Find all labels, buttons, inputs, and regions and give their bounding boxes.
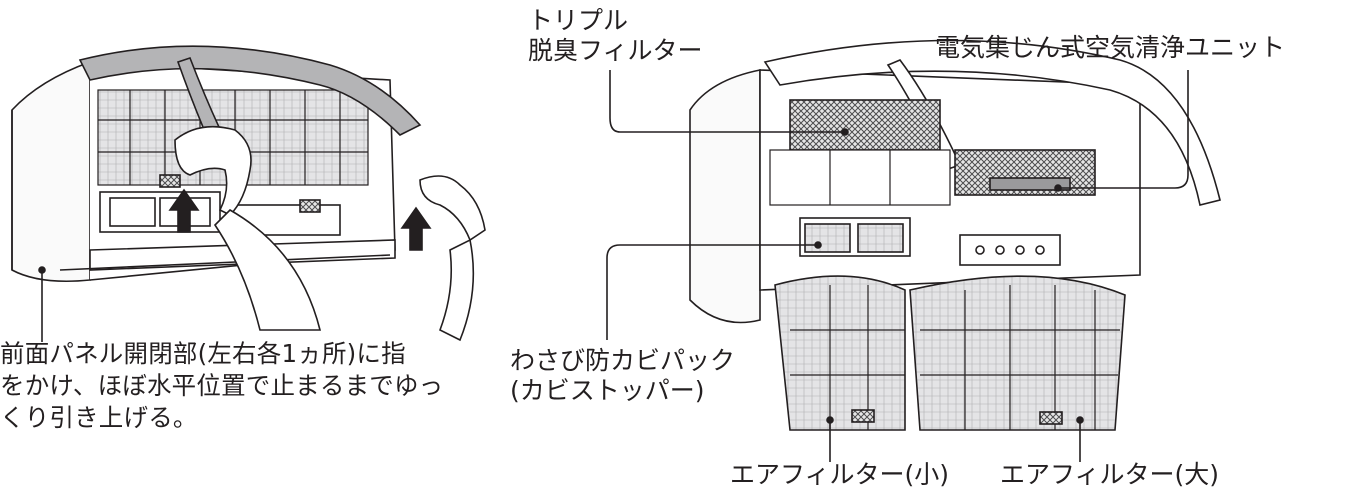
triple-deodorizing-filter bbox=[789, 99, 941, 151]
air-filter-large-shape bbox=[909, 275, 1126, 462]
label-triple-filter-line-1: トリプル bbox=[528, 6, 629, 35]
instruction-line-2: をかけ、ほぼ水平位置で止まるまでゆっ bbox=[0, 371, 444, 400]
label-electric-unit: 電気集じん式空気清浄ユニット bbox=[935, 33, 1286, 62]
label-triple-filter: トリプル 脱臭フィルター bbox=[528, 6, 703, 66]
instruction-text: 前面パネル開閉部(左右各1ヵ所)に指 をかけ、ほぼ水平位置で止まるまでゆっ くり… bbox=[0, 338, 443, 434]
right-unit-illustration bbox=[606, 39, 1221, 462]
label-wasabi-pack-line-2: (カビストッパー) bbox=[510, 376, 705, 405]
air-filter-small-shape bbox=[774, 275, 906, 462]
label-air-filter-small: エアフィルター(小) bbox=[730, 460, 950, 489]
label-triple-filter-line-2: 脱臭フィルター bbox=[528, 36, 703, 65]
instruction-line-1: 前面パネル開閉部(左右各1ヵ所)に指 bbox=[0, 339, 406, 368]
label-wasabi-pack-line-1: わさび防カビパック bbox=[510, 346, 736, 375]
instruction-line-3: くり引き上げる。 bbox=[0, 403, 198, 432]
label-air-filter-large: エアフィルター(大) bbox=[1000, 460, 1220, 489]
left-unit-illustration bbox=[11, 45, 486, 342]
label-wasabi-pack: わさび防カビパック (カビストッパー) bbox=[510, 346, 735, 406]
